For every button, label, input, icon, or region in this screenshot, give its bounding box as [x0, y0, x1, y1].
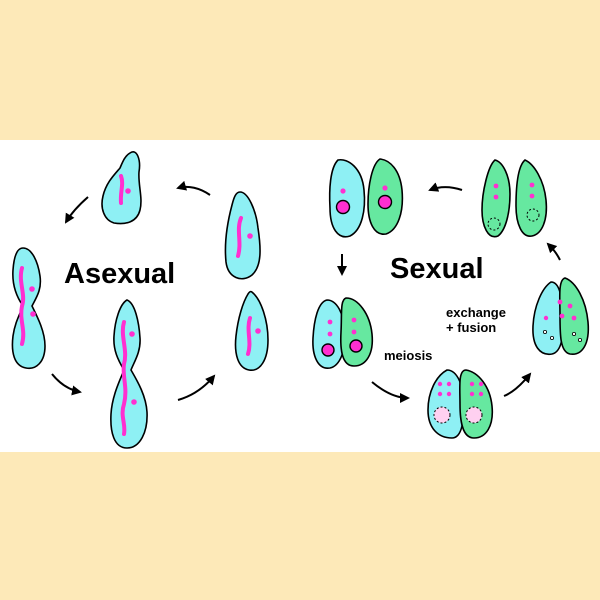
sexual-pair-mid-left: [312, 297, 374, 369]
sexual-label: Sexual: [390, 253, 484, 285]
sexual-pair-bottom: [427, 369, 494, 439]
asexual-arrow-upper-left: [64, 196, 89, 224]
asexual-label: Asexual: [64, 258, 175, 290]
sexual-arrow-right: [546, 242, 561, 261]
sexual-pair-top-right: [481, 159, 548, 238]
sexual-pair-top-left: [328, 158, 404, 238]
asexual-cell-right-upper: [224, 191, 261, 280]
sexual-arrow-top: [428, 182, 463, 192]
sexual-arrow-bottom-left: [371, 381, 410, 403]
asexual-arrow-lower-right: [177, 374, 216, 401]
fusion-label: + fusion: [446, 320, 496, 335]
asexual-cell-left-dividing: [11, 247, 46, 370]
asexual-arrow-top: [176, 180, 211, 196]
meiosis-label: meiosis: [384, 348, 432, 363]
sexual-cycle: Sexual exchange + fusion meiosis: [312, 158, 590, 439]
sexual-pair-right: [532, 277, 590, 355]
exchange-label: exchange: [446, 305, 506, 320]
asexual-arrow-lower-left: [51, 373, 82, 396]
asexual-cell-right-lower: [234, 290, 269, 371]
asexual-cell-bottom-dividing: [110, 299, 148, 449]
asexual-cell-top: [101, 151, 142, 225]
sexual-arrow-bottom-right: [503, 372, 532, 397]
asexual-cycle: Asexual: [11, 151, 269, 449]
